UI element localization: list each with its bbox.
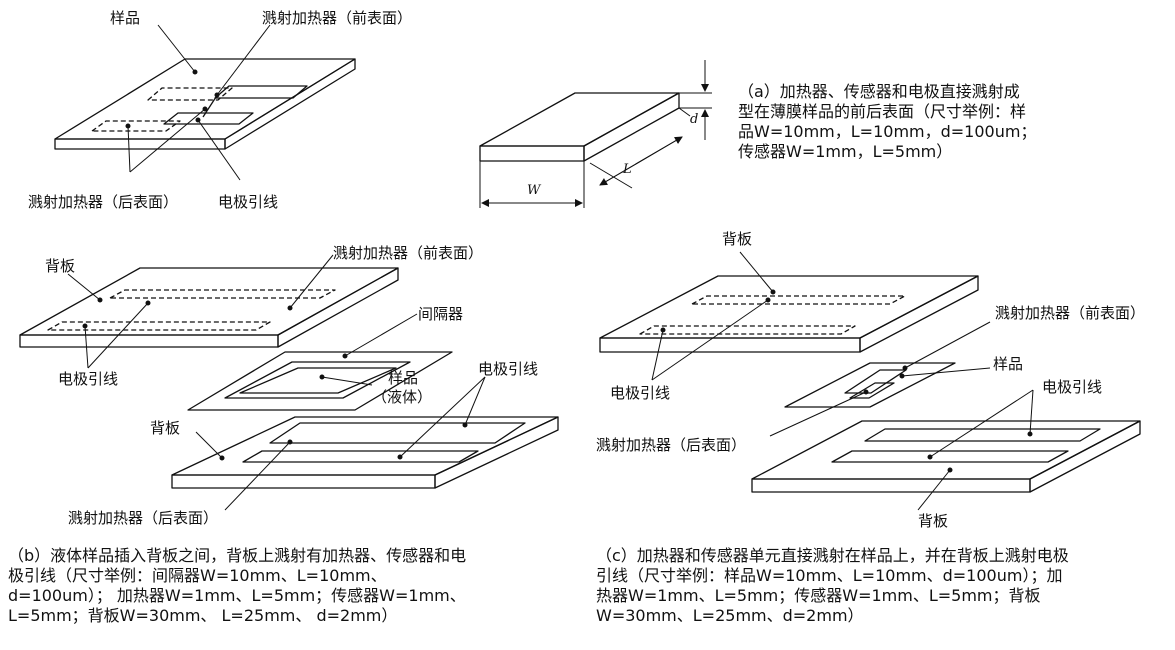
- label-front-heater-b: 溅射加热器（前表面）: [333, 244, 484, 262]
- sample-c: [784, 362, 956, 408]
- label-sample-b: 样品: [388, 369, 419, 387]
- label-backplate-bottom-c: 背板: [918, 512, 949, 530]
- dim-W: W: [527, 183, 541, 198]
- label-sample-liquid-b: （液体）: [372, 388, 433, 406]
- dim-d: d: [690, 112, 699, 127]
- dimension-box: [479, 60, 712, 208]
- label-back-heater-c: 溅射加热器（后表面）: [596, 436, 747, 454]
- label-leads-right-b: 电极引线: [478, 360, 539, 378]
- label-backplate-top-c: 背板: [722, 230, 753, 248]
- label-front-heater-a: 溅射加热器（前表面）: [262, 9, 413, 27]
- front-heater-strip: [214, 85, 308, 99]
- label-spacer-b: 间隔器: [418, 305, 464, 323]
- back-sensor-strip: [91, 120, 181, 132]
- backplate-top-c: [599, 275, 979, 353]
- spacer-b: [187, 351, 453, 411]
- label-leads-left-c: 电极引线: [610, 384, 671, 402]
- dim-L: L: [623, 162, 632, 177]
- backplate-top-b: [19, 267, 399, 348]
- label-back-heater-b: 溅射加热器（后表面）: [68, 509, 219, 527]
- caption-c: （c）加热器和传感器单元直接溅射在样品上，并在背板上溅射电极 引线（尺寸举例：样…: [596, 546, 1069, 625]
- label-leads-a: 电极引线: [218, 193, 279, 211]
- caption-a: （a）加热器、传感器和电极直接溅射成 型在薄膜样品的前后表面（尺寸举例：样 品W…: [738, 82, 1037, 161]
- leader-lines-c: [651, 251, 1034, 511]
- label-back-heater-a: 溅射加热器（后表面）: [28, 193, 179, 211]
- leader-lines-a: [125, 24, 271, 181]
- front-sensor-strip: [163, 112, 254, 125]
- label-front-heater-c: 溅射加热器（前表面）: [995, 304, 1146, 322]
- leader-lines-b: [67, 254, 486, 511]
- label-sample-c: 样品: [993, 355, 1024, 373]
- label-backplate-bottom-b: 背板: [150, 419, 181, 437]
- label-leads-left-b: 电极引线: [58, 370, 119, 388]
- sample-plate-a: [54, 58, 356, 150]
- label-leads-right-c: 电极引线: [1042, 378, 1103, 396]
- caption-b: （b）液体样品插入背板之间，背板上溅射有加热器、传感器和电 极引线（尺寸举例：间…: [8, 546, 467, 625]
- backplate-bottom-b: [171, 416, 559, 489]
- backplate-bottom-c: [751, 420, 1141, 493]
- label-backplate-top-b: 背板: [45, 257, 76, 275]
- label-sample-a: 样品: [110, 9, 141, 27]
- back-heater-strip: [147, 87, 233, 101]
